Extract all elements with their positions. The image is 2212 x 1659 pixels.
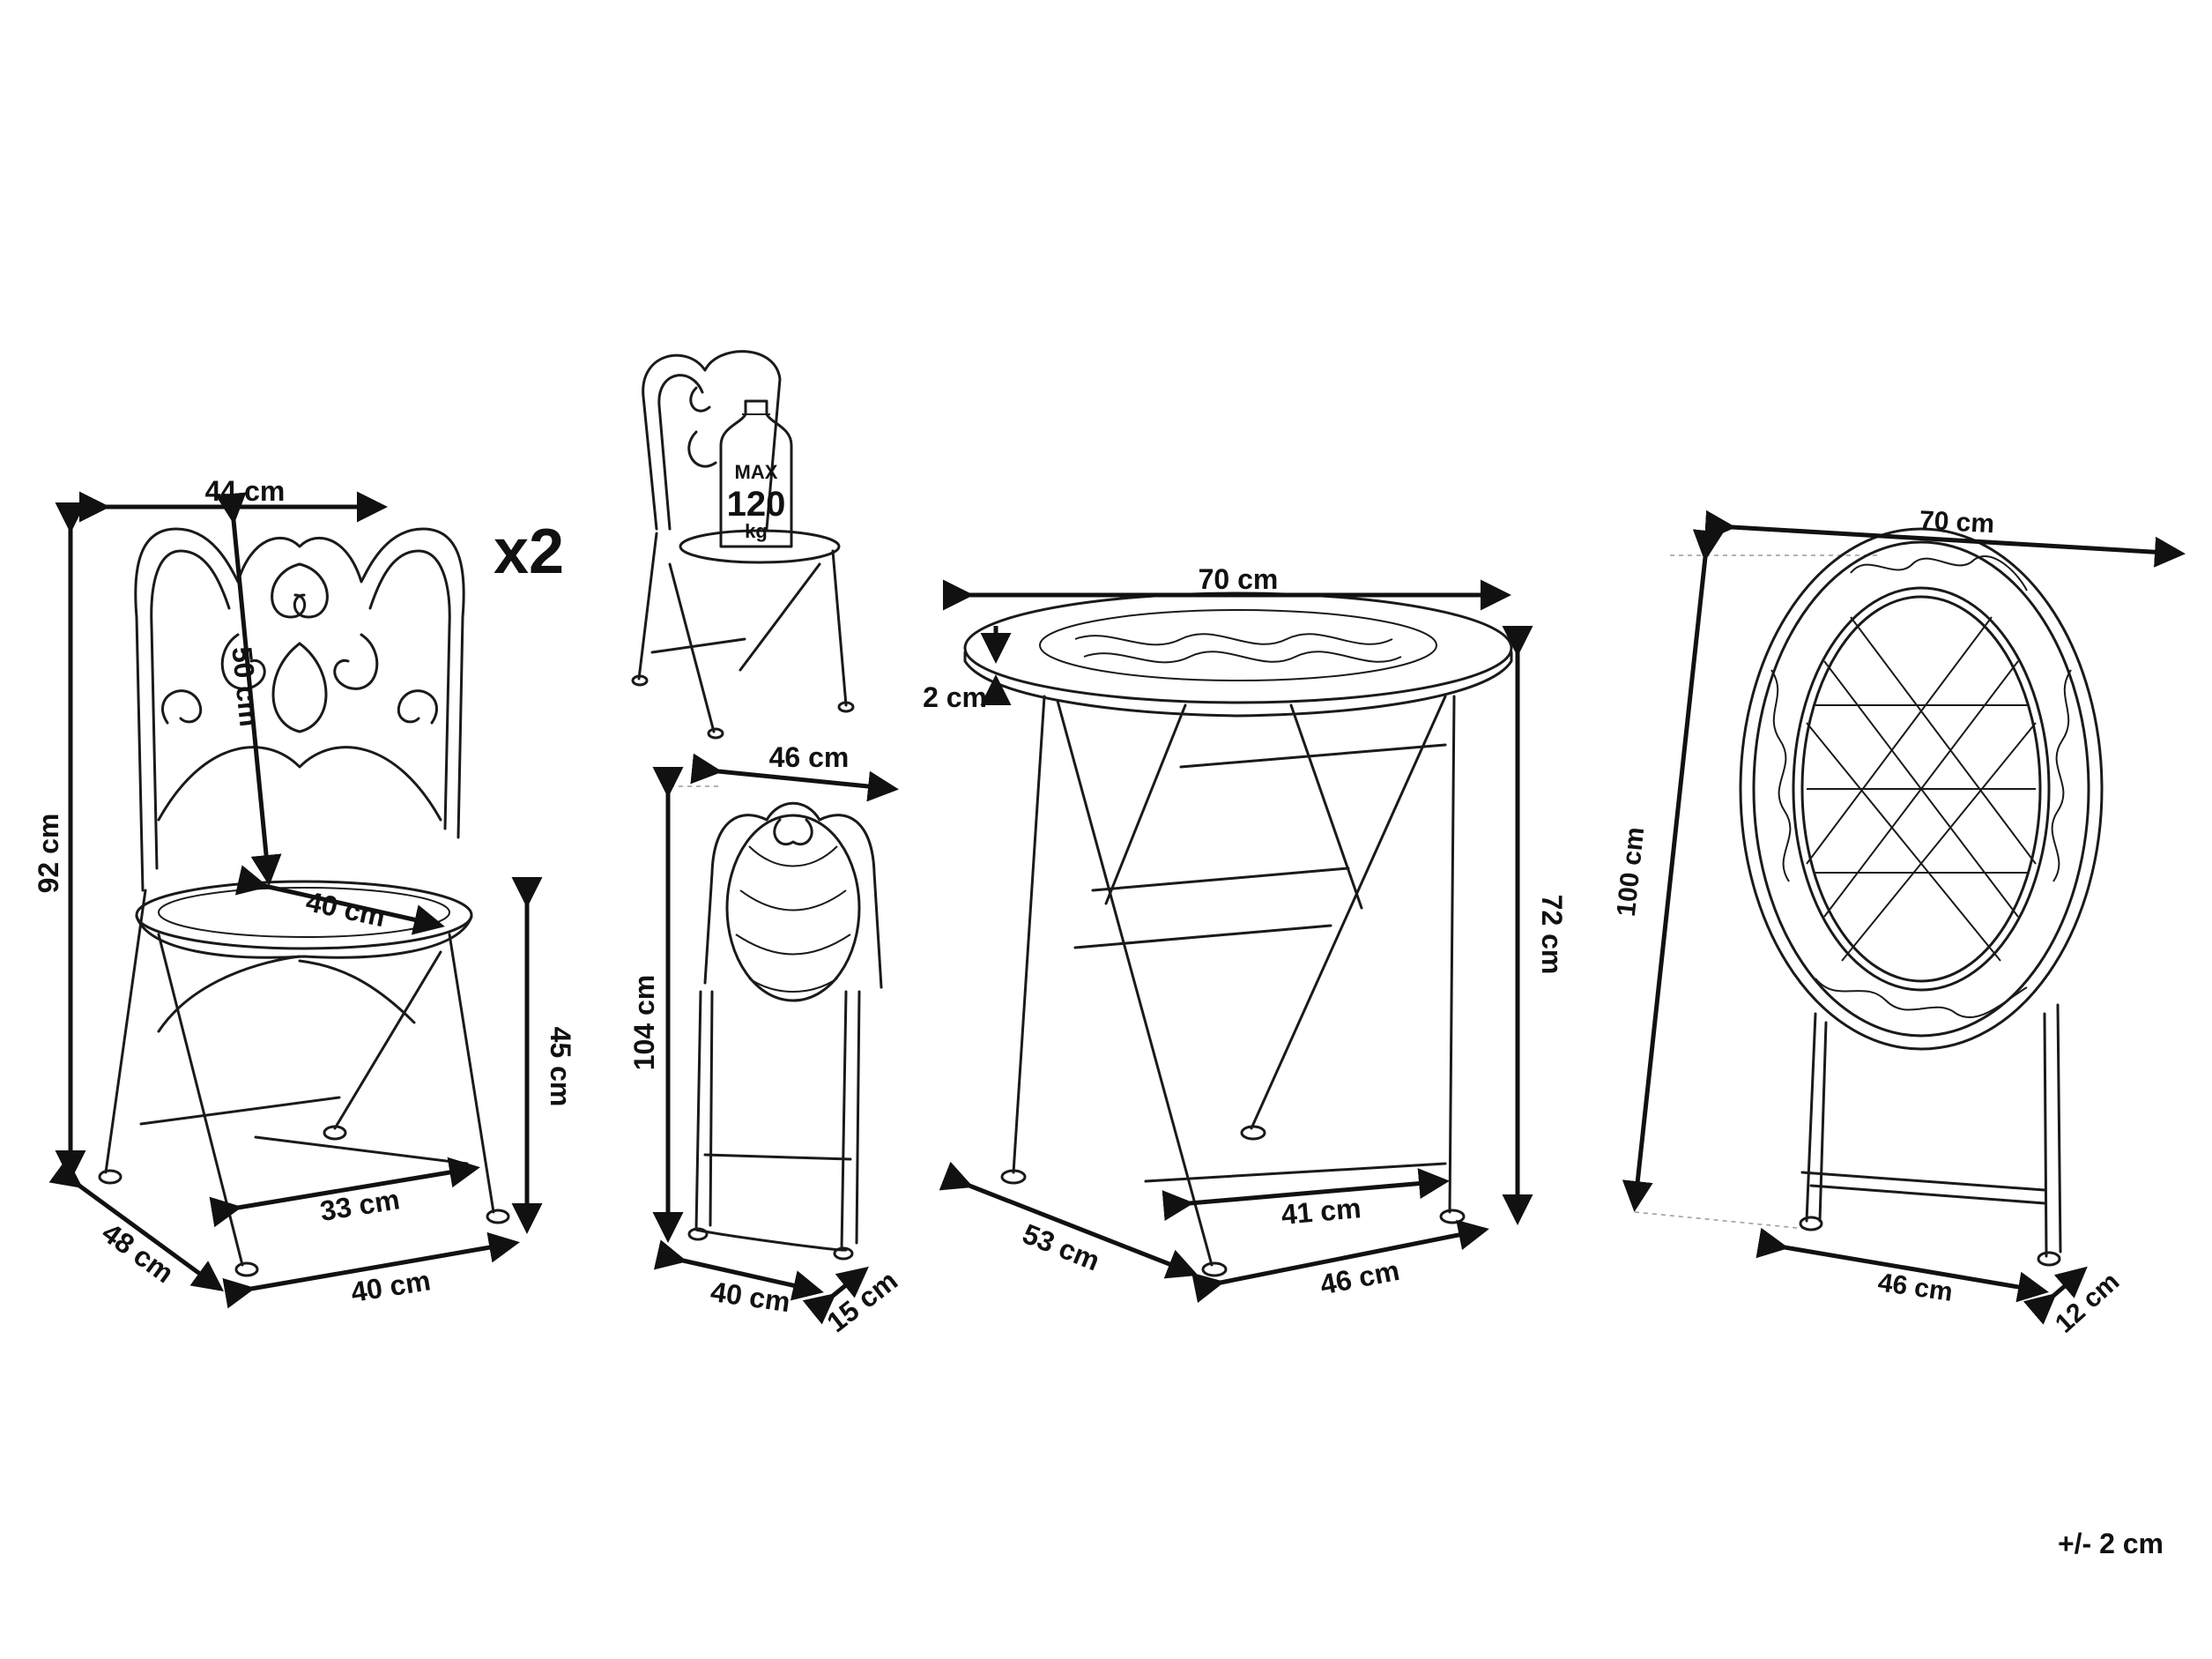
folded-chair-dimensions: 46 cm 104 cm 40 cm 15 cm <box>628 741 903 1338</box>
folded-table-thickness-label: 12 cm <box>2050 1267 2125 1338</box>
chair-drawing <box>98 527 510 1277</box>
chair-height-label: 92 cm <box>33 814 64 894</box>
load-max-label: MAX <box>735 461 778 483</box>
load-value-label: 120 <box>727 485 786 524</box>
table-drawing <box>963 591 1513 1277</box>
chair-backrest-label: 50 cm <box>226 645 265 728</box>
load-chair-drawing: MAX 120 kg <box>631 350 855 740</box>
folded-chair-height-label: 104 cm <box>628 975 660 1071</box>
table-top-thickness-label: 2 cm <box>923 681 987 713</box>
folded-table-height-label: 100 cm <box>1612 826 1650 919</box>
table-height-label: 72 cm <box>1536 895 1568 975</box>
table-dimensions: 70 cm 2 cm 72 cm 41 cm 53 cm 46 cm <box>923 563 1568 1304</box>
quantity-label: x2 <box>494 517 564 587</box>
weight-icon <box>719 399 793 548</box>
folded-chair-thickness-label: 15 cm <box>820 1264 903 1338</box>
table-diameter-label: 70 cm <box>1199 563 1279 595</box>
chair-inner-width-label: 33 cm <box>318 1183 402 1227</box>
table-inner-width-label: 41 cm <box>1280 1192 1362 1231</box>
folded-table-dimensions: 70 cm 100 cm 46 cm 12 cm <box>1612 506 2186 1339</box>
chair-width-label: 44 cm <box>205 475 286 507</box>
load-unit-label: kg <box>745 520 768 542</box>
folded-table-diameter-label: 70 cm <box>1919 506 1995 539</box>
folded-chair-width-label: 46 cm <box>769 741 850 773</box>
folded-table-drawing <box>1634 527 2104 1267</box>
chair-seat-height-label: 45 cm <box>545 1027 576 1107</box>
folded-chair-drawing <box>670 785 883 1261</box>
table-depth-label: 53 cm <box>1018 1217 1104 1276</box>
chair-seat-diameter-label: 40 cm <box>303 885 388 933</box>
tolerance-note: +/- 2 cm <box>2058 1528 2164 1559</box>
